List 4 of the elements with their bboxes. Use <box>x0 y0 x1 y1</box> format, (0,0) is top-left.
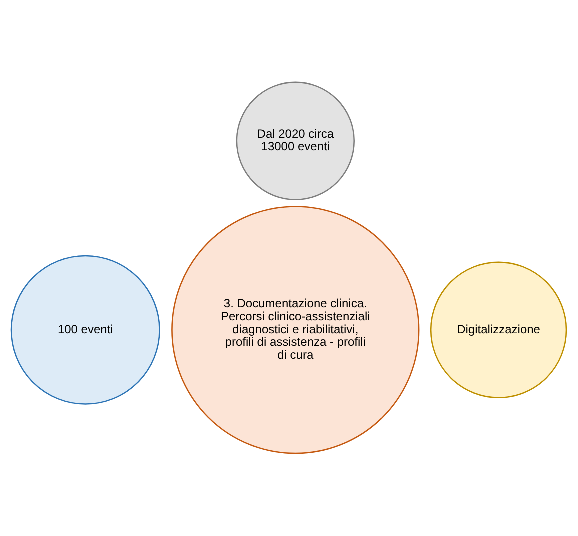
node-circle: Dal 2020 circa 13000 eventi <box>236 82 355 200</box>
node-circle: Digitalizzazione <box>430 262 568 398</box>
node-circle: 3. Documentazione clinica. Percorsi clinico-assistenziali diagnostici e riabilitativi, profili di assistenza - profili di cura <box>172 206 420 454</box>
node-circle: 100 eventi <box>10 255 160 405</box>
